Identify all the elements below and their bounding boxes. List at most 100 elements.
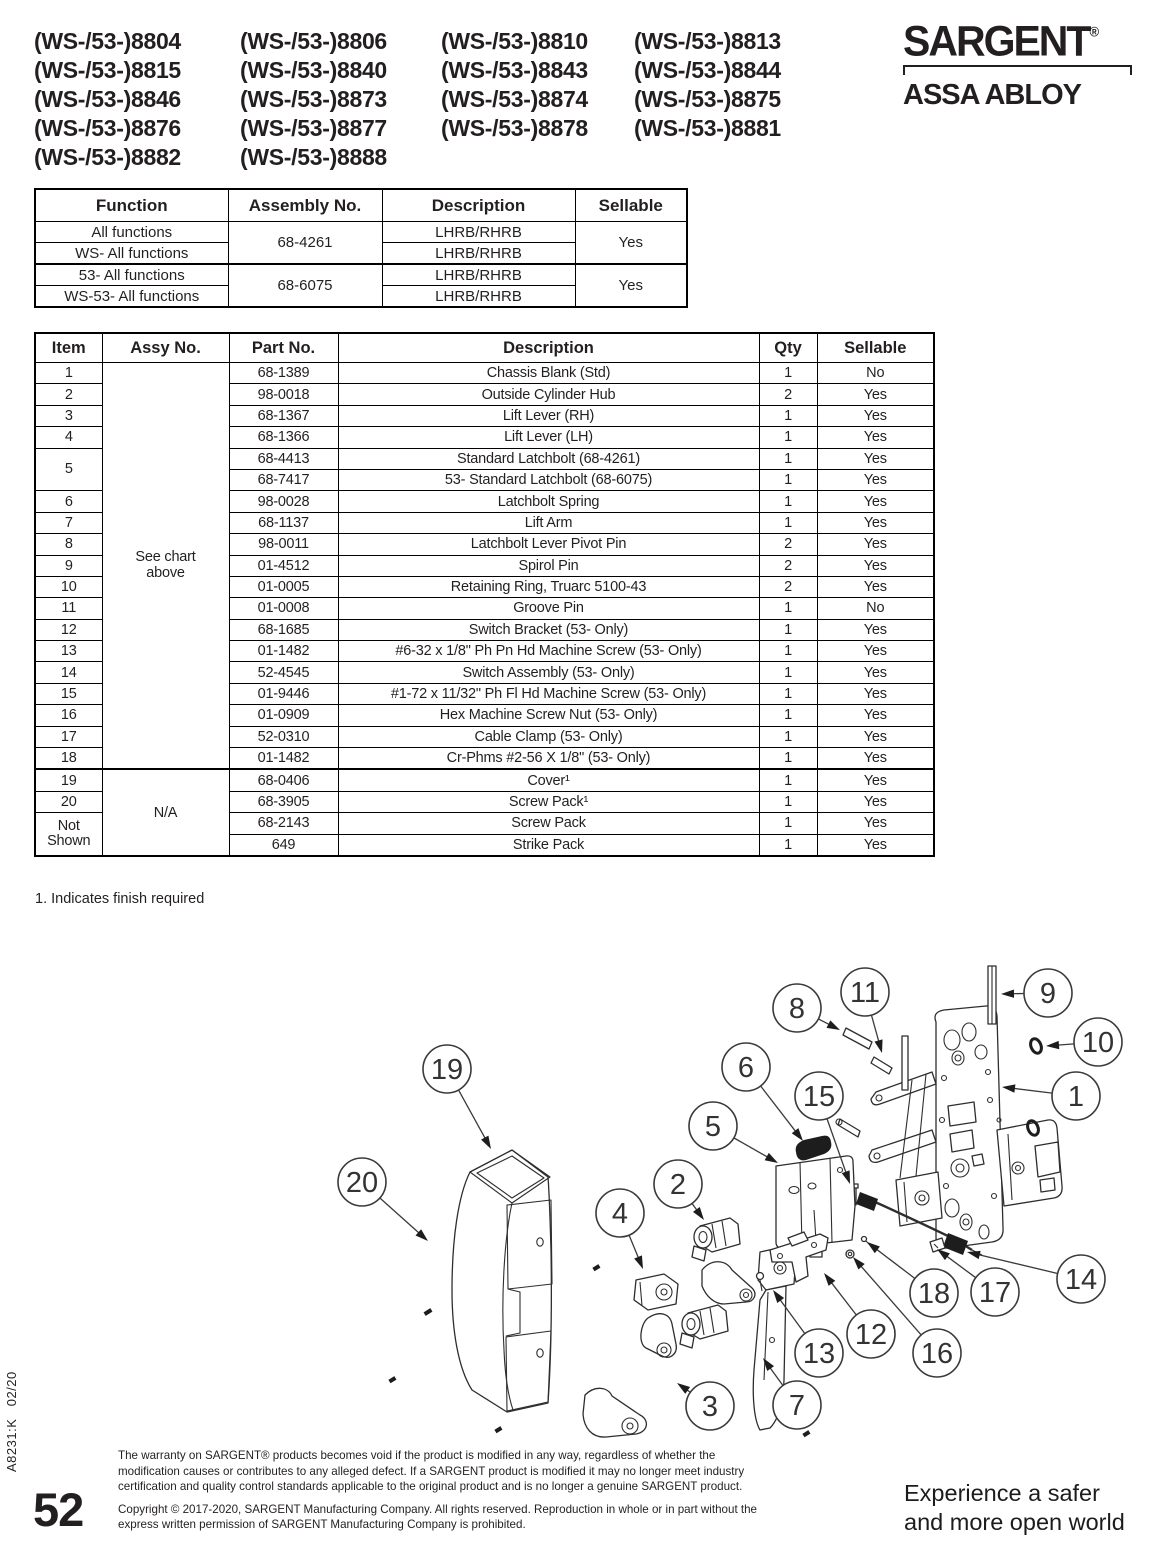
sellable-cell: Yes (816, 640, 935, 663)
callout-circle-10 (1073, 1017, 1123, 1067)
page-number: 52 (33, 1483, 84, 1536)
sargent-logo: SARGENT® (903, 16, 1100, 65)
callout-circle-13 (794, 1328, 844, 1378)
model-number: (WS-/53-)8813 (634, 28, 781, 54)
callout-leader-13 (778, 1297, 806, 1335)
model-number: (WS-/53-)8876 (34, 115, 181, 141)
callout-arrow-16 (853, 1257, 865, 1270)
sellable-cell: Yes (816, 490, 935, 513)
callout-arrow-14 (967, 1250, 981, 1260)
sellable-cell: Yes (816, 833, 935, 857)
table-row: 18 01-1482 Cr-Phms #2-56 X 1/8" (53- Onl… (34, 747, 935, 770)
description-cell: Cable Clamp (53- Only) (337, 725, 760, 749)
brand-tagline: Experience a safer and more open world (904, 1479, 1125, 1537)
part-no-cell: 52-0310 (228, 725, 339, 749)
callout-circle-12 (846, 1309, 896, 1359)
model-number: (WS-/53-)8878 (441, 115, 588, 141)
sellable-cell: Yes (816, 812, 935, 835)
callout-circle-14 (1056, 1254, 1106, 1304)
part-no-cell: 01-0909 (228, 704, 339, 727)
table-row: 1 See chart above 68-1389 Chassis Blank … (34, 361, 935, 770)
part-no-cell: 01-0005 (228, 575, 339, 599)
function-cell: All functions (34, 221, 229, 243)
tagline-line1: Experience a safer (904, 1480, 1100, 1506)
callout-circle-6 (721, 1042, 771, 1092)
sellable-cell: Yes (816, 790, 935, 814)
callout-number-10: 10 (1082, 1027, 1114, 1059)
callout-leader-1 (1011, 1087, 1053, 1094)
callout-leader-4 (628, 1234, 640, 1260)
table-header-row: Function Assembly No. Description Sellab… (34, 188, 688, 222)
part-no-cell: 649 (228, 833, 339, 857)
callout-arrow-9 (1001, 989, 1015, 998)
part-no-cell: 98-0011 (228, 533, 339, 556)
table-row: Not Shown 68-2143 Screw Pack 1 Yes (34, 812, 935, 857)
part-switch-bracket (755, 1231, 829, 1292)
item-cell: 11 (34, 597, 103, 620)
part-pins (835, 965, 997, 1206)
item-cell: Not Shown (34, 812, 103, 857)
column-header-item: Item (34, 332, 103, 363)
model-number: (WS-/53-)8804 (34, 28, 181, 54)
description-cell: Switch Bracket (53- Only) (337, 618, 760, 642)
callout-arrow-5 (764, 1152, 778, 1163)
callout-number-8: 8 (789, 993, 805, 1025)
callout-number-14: 14 (1065, 1264, 1097, 1296)
model-number: (WS-/53-)8882 (34, 144, 181, 170)
see-chart-note: See chart above (135, 549, 196, 581)
table-row: 8 98-0011 Latchbolt Lever Pivot Pin 2 Ye… (34, 533, 935, 556)
table-row: WS- All functions LHRB/RHRB (34, 242, 687, 265)
item-cell: 14 (34, 661, 103, 684)
model-number: (WS-/53-)8846 (34, 86, 181, 112)
callout-arrow-15 (841, 1170, 850, 1184)
callout-arrow-12 (824, 1273, 836, 1286)
part-chassis-plate (868, 1005, 1004, 1249)
footnote: 1. Indicates finish required (35, 891, 205, 907)
callout-arrow-3 (677, 1383, 691, 1394)
logo-divider (903, 65, 1132, 75)
description-cell: Latchbolt Lever Pivot Pin (337, 533, 760, 556)
callout-number-15: 15 (803, 1081, 835, 1113)
model-number: (WS-/53-)8843 (441, 57, 588, 83)
description-cell: LHRB/RHRB (381, 221, 576, 243)
callout-circle-7 (772, 1380, 822, 1430)
callout-number-5: 5 (705, 1111, 721, 1143)
callout-circle-18 (909, 1268, 959, 1318)
assembly-table: Function Assembly No. Description Sellab… (34, 188, 688, 308)
description-cell: Screw Pack (337, 812, 760, 835)
callout-circle-8 (772, 983, 822, 1033)
callout-number-7: 7 (789, 1390, 805, 1422)
callout-circle-20 (337, 1157, 387, 1207)
callout-leader-20 (379, 1197, 421, 1235)
not-shown-label: Not Shown (47, 817, 91, 850)
brand-logo: SARGENT® ASSA ABLOY (903, 16, 1135, 112)
callout-arrow-4 (634, 1255, 643, 1269)
callout-number-18: 18 (918, 1278, 950, 1310)
part-no-cell: 68-2143 (228, 812, 339, 835)
callout-circle-3 (685, 1381, 735, 1431)
assa-abloy-logo: ASSA ABLOY (903, 79, 1082, 111)
callout-circle-15 (794, 1071, 844, 1121)
callout-arrow-7 (763, 1358, 775, 1371)
callout-arrow-19 (481, 1135, 491, 1149)
item-cell: 17 (34, 725, 103, 749)
callout-arrow-8 (826, 1020, 840, 1030)
part-no-cell: 01-9446 (228, 682, 339, 706)
model-number: (WS-/53-)8806 (240, 28, 387, 54)
callout-circle-17 (970, 1267, 1020, 1317)
description-cell: Strike Pack (337, 833, 760, 857)
table-row: 6 98-0028 Latchbolt Spring 1 Yes (34, 490, 935, 513)
callout-leader-5 (733, 1137, 770, 1159)
callout-number-2: 2 (670, 1169, 686, 1201)
table-row: 3 68-1367 Lift Lever (RH) 1 Yes (34, 404, 935, 428)
description-cell: #6-32 x 1/8" Ph Pn Hd Machine Screw (53-… (337, 640, 760, 663)
sellable-cell: Yes (816, 554, 935, 577)
copyright-paragraph: Copyright © 2017-2020, SARGENT Manufactu… (118, 1502, 758, 1532)
table-row: 13 01-1482 #6-32 x 1/8" Ph Pn Hd Machine… (34, 640, 935, 663)
description-cell: LHRB/RHRB (381, 285, 576, 308)
callout-arrow-6 (791, 1128, 803, 1141)
assy-no-cell: See chart above (101, 362, 230, 770)
description-cell: Standard Latchbolt (68-4261) (337, 447, 760, 470)
